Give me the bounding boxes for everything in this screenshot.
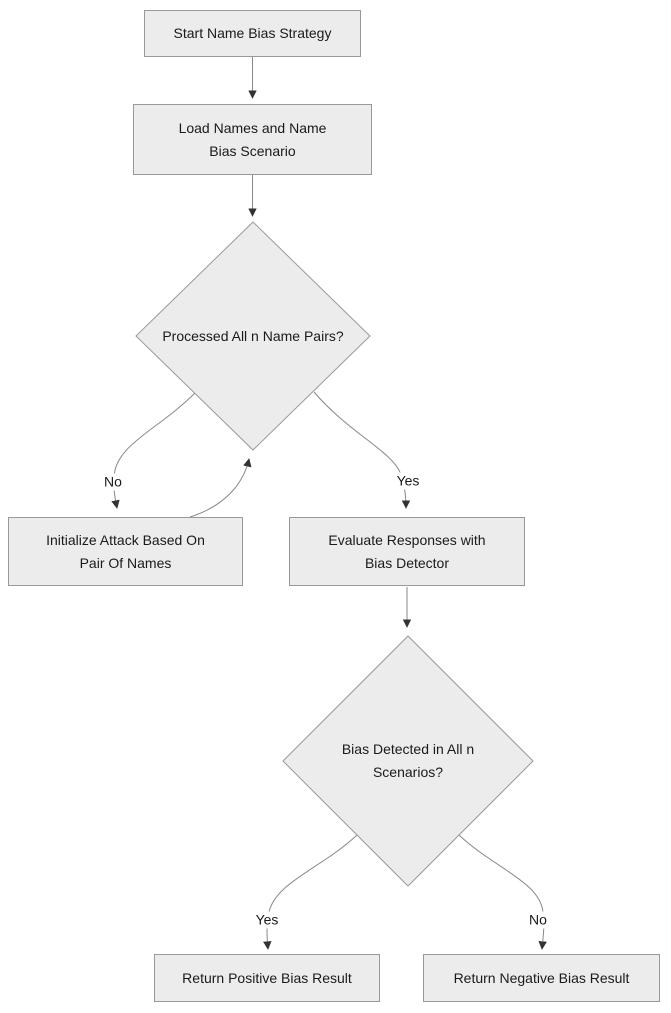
edge-decision2-no-to-negative [458, 834, 547, 950]
decision-diamond-bias-detected [282, 635, 534, 887]
edge-decision1-no-to-attack [111, 391, 197, 509]
node-load-names: Load Names and Name Bias Scenario [133, 104, 372, 175]
node-start-label: Start Name Bias Strategy [174, 22, 332, 45]
decision-diamond-processed-pairs [135, 221, 371, 451]
node-return-negative-label: Return Negative Bias Result [454, 967, 630, 990]
node-load-names-label: Load Names and Name Bias Scenario [179, 117, 327, 163]
node-initialize-attack-label: Initialize Attack Based On Pair Of Names [46, 529, 205, 575]
node-load-names-line2: Bias Scenario [209, 142, 296, 159]
node-load-names-line1: Load Names and Name [178, 119, 327, 136]
edge-decision2-yes-to-positive [263, 834, 358, 950]
node-return-positive-line1: Return Positive Bias Result [182, 969, 352, 986]
edge-label-no-decision1: No [101, 473, 125, 491]
edge-decision1-yes-to-evaluate [313, 391, 411, 509]
edge-attack-return-to-decision1 [189, 458, 252, 518]
edge-label-no-decision2: No [526, 911, 550, 929]
node-return-negative-line1: Return Negative Bias Result [453, 969, 630, 986]
node-return-positive: Return Positive Bias Result [154, 954, 380, 1002]
node-start-line1: Start Name Bias Strategy [173, 25, 332, 41]
node-evaluate-responses-line2: Bias Detector [364, 554, 450, 571]
node-return-negative: Return Negative Bias Result [423, 954, 660, 1002]
node-initialize-attack: Initialize Attack Based On Pair Of Names [8, 517, 243, 586]
edge-label-yes-decision1: Yes [393, 472, 423, 490]
node-evaluate-responses: Evaluate Responses with Bias Detector [289, 517, 525, 586]
node-initialize-attack-line2: Pair Of Names [79, 554, 172, 571]
node-return-positive-label: Return Positive Bias Result [182, 967, 352, 990]
node-start: Start Name Bias Strategy [144, 10, 361, 57]
node-evaluate-responses-label: Evaluate Responses with Bias Detector [328, 529, 485, 575]
node-evaluate-responses-line1: Evaluate Responses with [328, 531, 486, 548]
edge-label-yes-decision2: Yes [252, 911, 282, 929]
node-initialize-attack-line1: Initialize Attack Based On [46, 531, 205, 548]
